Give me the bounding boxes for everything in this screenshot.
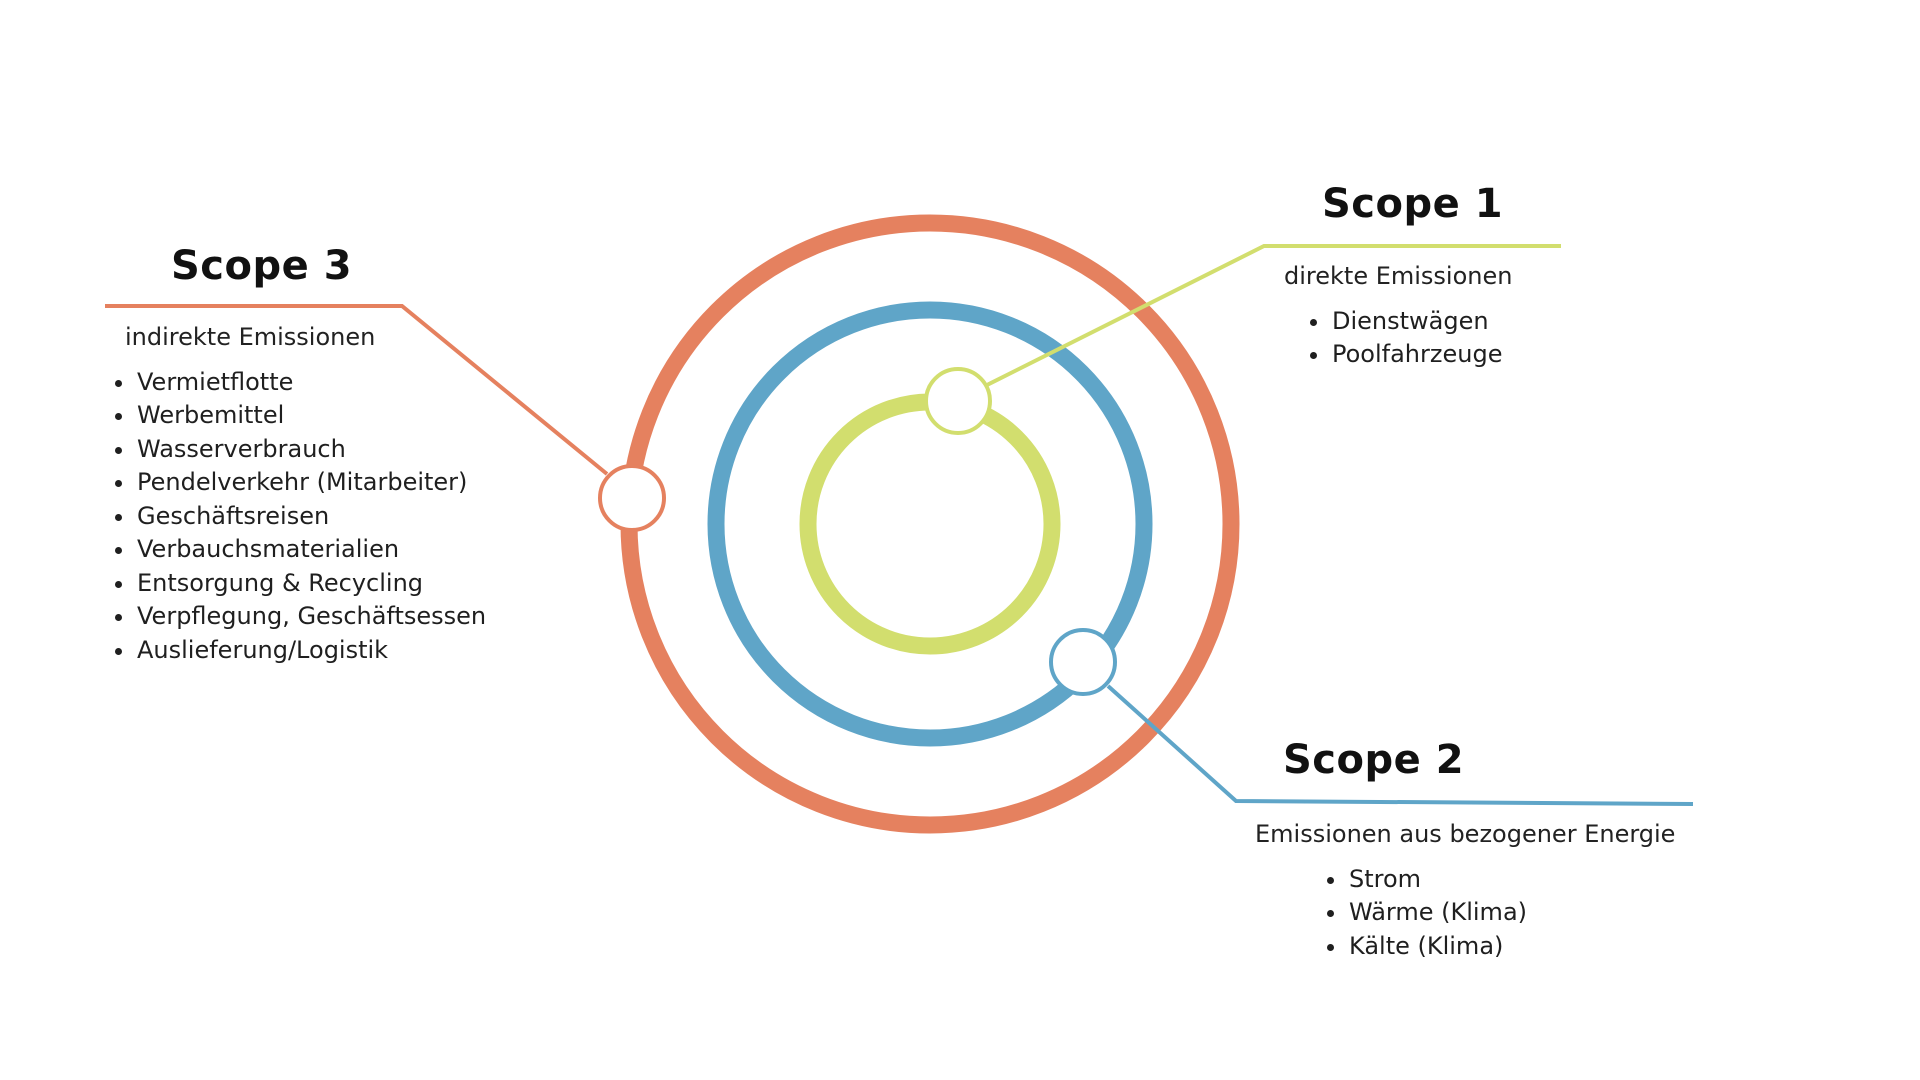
scope1-ring xyxy=(799,393,1061,655)
list-item: Wärme (Klima) xyxy=(1325,896,1675,930)
scope1-connector-line xyxy=(984,244,1561,388)
list-item: Kälte (Klima) xyxy=(1325,930,1675,964)
scope1-title: Scope 1 xyxy=(1322,181,1504,227)
scope1-title-block: Scope 1 xyxy=(1322,184,1503,224)
list-item: Verpflegung, Geschäftsessen xyxy=(113,600,486,634)
scope1-details: direkte Emissionen Dienstwägen Poolfahrz… xyxy=(1284,262,1512,372)
list-item: Vermietflotte xyxy=(113,366,486,400)
scope2-item-list: Strom Wärme (Klima) Kälte (Klima) xyxy=(1325,863,1675,964)
list-item: Strom xyxy=(1325,863,1675,897)
list-item: Pendelverkehr (Mitarbeiter) xyxy=(113,466,486,500)
list-item: Werbemittel xyxy=(113,399,486,433)
scope1-item-list: Dienstwägen Poolfahrzeuge xyxy=(1308,305,1512,372)
scope1-marker xyxy=(924,367,992,435)
scope2-details: Emissionen aus bezogener Energie Strom W… xyxy=(1255,820,1675,963)
scope2-marker xyxy=(1049,628,1117,696)
list-item: Dienstwägen xyxy=(1308,305,1512,339)
scope3-details: indirekte Emissionen Vermietflotte Werbe… xyxy=(115,323,486,667)
list-item: Auslieferung/Logistik xyxy=(113,634,486,668)
list-item: Verbauchsmaterialien xyxy=(113,533,486,567)
list-item: Wasserverbrauch xyxy=(113,433,486,467)
scope3-item-list: Vermietflotte Werbemittel Wasserverbrauc… xyxy=(113,366,486,668)
scope2-connector-line xyxy=(1106,684,1694,806)
scope2-ring xyxy=(707,301,1153,747)
list-item: Poolfahrzeuge xyxy=(1308,338,1512,372)
list-item: Geschäftsreisen xyxy=(113,500,486,534)
scope3-subtitle: indirekte Emissionen xyxy=(125,323,376,351)
scope2-title: Scope 2 xyxy=(1283,737,1465,783)
scope2-title-block: Scope 2 xyxy=(1283,740,1464,780)
list-item: Entsorgung & Recycling xyxy=(113,567,486,601)
scope3-marker xyxy=(598,464,666,532)
scope3-title: Scope 3 xyxy=(171,243,353,289)
scope2-subtitle: Emissionen aus bezogener Energie xyxy=(1255,820,1676,848)
scope3-title-block: Scope 3 xyxy=(171,246,352,286)
scope1-subtitle: direkte Emissionen xyxy=(1284,262,1513,290)
scope3-connector-line xyxy=(105,304,609,476)
